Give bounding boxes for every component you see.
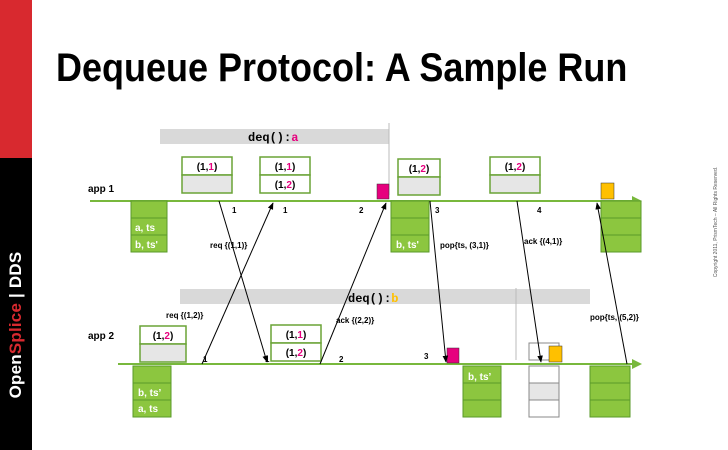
deq-a-band xyxy=(160,129,389,144)
msg-req-11-arrow xyxy=(218,200,268,363)
svg-text:(1,1): (1,1) xyxy=(275,162,296,173)
app1-tick-3: 3 xyxy=(435,206,440,215)
app1-pending-box-1: (1,1) xyxy=(181,156,233,194)
msg-ack-22-label: ack {(2,2)} xyxy=(336,316,374,325)
msg-pop-31-label: pop{ts, (3,1)} xyxy=(440,241,489,250)
msg-pop-31-arrow xyxy=(429,200,449,363)
app1-marker-pink xyxy=(376,183,390,200)
app2-marker-yellow xyxy=(548,345,563,363)
svg-text:b, ts’: b, ts’ xyxy=(468,372,492,383)
app2-queue-final xyxy=(589,365,631,418)
svg-text:b, ts': b, ts' xyxy=(396,240,419,251)
svg-text:(1,2): (1,2) xyxy=(409,164,430,175)
app2-queue-after-b: b, ts’ xyxy=(462,365,502,418)
svg-text:b, ts’: b, ts’ xyxy=(138,388,162,399)
app1-tick-4: 4 xyxy=(537,206,542,215)
page-title: Dequeue Protocol: A Sample Run xyxy=(56,46,628,90)
msg-pop-52-label: pop{ts, (5,2)} xyxy=(590,313,639,322)
app1-queue-initial: a, ts b, ts' xyxy=(130,200,168,253)
msg-req-11-label: req {(1,1)} xyxy=(210,241,247,250)
app1-tick-2: 2 xyxy=(359,206,364,215)
deq-b-band xyxy=(180,289,590,304)
app1-queue-final xyxy=(600,200,642,253)
svg-text:(1,1): (1,1) xyxy=(286,330,307,341)
svg-text:(1,2): (1,2) xyxy=(286,348,307,359)
app2-tick-3: 3 xyxy=(424,352,429,361)
svg-text:(1,2): (1,2) xyxy=(153,331,174,342)
app1-tick-1b: 1 xyxy=(283,206,288,215)
app1-pending-box-2: (1,1) (1,2) xyxy=(259,156,311,194)
app2-pending-box-1: (1,2) xyxy=(139,325,187,363)
app2-tick-1a: 1 xyxy=(203,355,208,364)
app2-marker-pink xyxy=(446,347,460,364)
app2-tick-2: 2 xyxy=(339,355,344,364)
msg-req-12-arrow xyxy=(201,202,274,365)
msg-pop-52-arrow xyxy=(595,202,628,365)
app1-label: app 1 xyxy=(88,184,115,195)
app2-queue-initial: b, ts’ a, ts xyxy=(132,365,172,418)
svg-text:b, ts': b, ts' xyxy=(135,240,158,251)
sidebar-accent xyxy=(0,0,32,158)
deq-b-label: deq():b xyxy=(348,292,398,306)
msg-ack-22-arrow xyxy=(319,202,387,365)
sidebar: OpenSplice | DDS xyxy=(0,0,32,450)
app2-timeline-arrowhead xyxy=(632,359,642,369)
msg-ack-41-label: ack {(4,1)} xyxy=(524,237,562,246)
svg-text:(1,2): (1,2) xyxy=(275,180,296,191)
app1-marker-yellow xyxy=(600,182,615,200)
app1-pending-box-4: (1,2) xyxy=(489,156,541,194)
msg-ack-41-arrow xyxy=(516,200,543,363)
deq-a-label: deq():a xyxy=(248,131,298,145)
svg-text:a, ts: a, ts xyxy=(135,223,155,234)
app1-tick-1a: 1 xyxy=(232,206,237,215)
svg-text:(1,2): (1,2) xyxy=(505,162,526,173)
svg-text:a, ts: a, ts xyxy=(138,404,158,415)
svg-text:(1,1): (1,1) xyxy=(197,162,218,173)
app1-queue-after-a: b, ts' xyxy=(390,200,430,253)
app2-pending-box-2: (1,1) (1,2) xyxy=(270,324,322,362)
app2-queue-mid xyxy=(528,365,560,418)
app1-pending-box-3: (1,2) xyxy=(397,158,441,196)
app2-label: app 2 xyxy=(88,331,115,342)
msg-req-12-label: req {(1,2)} xyxy=(166,311,203,320)
